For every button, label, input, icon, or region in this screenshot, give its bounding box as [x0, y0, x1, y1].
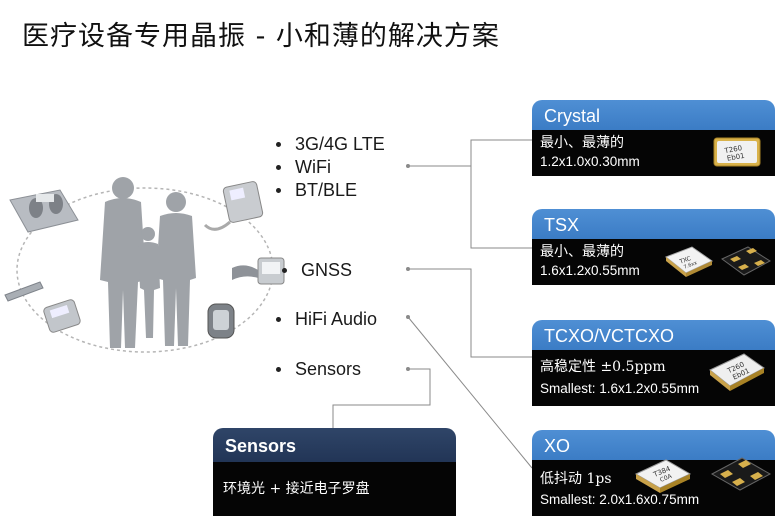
- blood-pressure-icon: [232, 257, 285, 285]
- card-tcxo: TCXO/VCTCXO 高稳定性 ±0.5ppm Smallest: 1.6x1…: [532, 320, 775, 406]
- chip-mark: T260: [723, 144, 743, 155]
- card-xo: XO 低抖动 1ps Smallest: 2.0x1.6x0.75mm T384…: [532, 430, 775, 516]
- chip-mark: Eb01: [726, 152, 745, 163]
- bullet-dot: [276, 188, 281, 193]
- chip-mark: C0A: [659, 472, 674, 483]
- bullet-item: WiFi: [276, 156, 385, 179]
- card-header: TCXO/VCTCXO: [532, 320, 775, 350]
- tsx-chip-bottom-icon: [721, 246, 771, 276]
- card-header: XO: [532, 430, 775, 460]
- scale-icon: [9, 189, 79, 233]
- card-line2: 1.2x1.0x0.30mm: [540, 154, 640, 169]
- card-header: TSX: [532, 209, 775, 239]
- card-line2: Smallest: 2.0x1.6x0.75mm: [540, 492, 700, 507]
- bullet-item: BT/BLE: [276, 179, 385, 202]
- bullet-dot: [276, 367, 281, 372]
- card-body: 低抖动 1ps Smallest: 2.0x1.6x0.75mm T384 C0…: [532, 457, 775, 516]
- telephone-icon: [203, 181, 264, 231]
- card-body: 环境光 + 接近电子罗盘: [213, 462, 456, 516]
- card-line1: 最小、最薄的: [540, 244, 624, 260]
- card-line1: 最小、最薄的: [540, 135, 624, 151]
- chip-mark: 7.6xx: [683, 260, 698, 270]
- page-title: 医疗设备专用晶振 - 小和薄的解决方案: [22, 21, 500, 52]
- thermometer-icon: [4, 281, 44, 302]
- bullet-label: GNSS: [301, 260, 353, 280]
- xo-chip-bottom-icon: [710, 457, 772, 491]
- tcxo-chip-icon: T260 Eb01: [709, 353, 765, 391]
- card-line2: Smallest: 1.6x1.2x0.55mm: [540, 381, 700, 396]
- family-silhouette: [100, 177, 196, 348]
- gnss-bullet: GNSS: [282, 259, 352, 282]
- bullet-label: WiFi: [295, 157, 331, 177]
- sensors-bullet: Sensors: [276, 358, 361, 381]
- card-body: 最小、最薄的 1.6x1.2x0.55mm TXC 7.6xx: [532, 239, 775, 285]
- hifi-bullet: HiFi Audio: [276, 308, 377, 331]
- bullet-label: 3G/4G LTE: [295, 134, 385, 154]
- wireless-bullets: 3G/4G LTE WiFi BT/BLE: [276, 133, 385, 202]
- crystal-chip-icon: T260 Eb01: [713, 137, 761, 167]
- bullet-label: BT/BLE: [295, 180, 358, 200]
- bullet-item: 3G/4G LTE: [276, 133, 385, 156]
- bullet-label: HiFi Audio: [295, 309, 378, 329]
- bullet-dot: [282, 268, 287, 273]
- glucose-meter-icon: [43, 299, 81, 333]
- smart-watch-icon: [207, 303, 235, 339]
- tsx-chip-top-icon: TXC 7.6xx: [665, 246, 713, 277]
- chip-mark: TXC: [678, 255, 692, 266]
- card-line1: 低抖动 1ps: [540, 471, 612, 487]
- card-body: 最小、最薄的 1.2x1.0x0.30mm T260 Eb01: [532, 130, 775, 176]
- card-line1: 高稳定性 ±0.5ppm: [540, 359, 666, 375]
- card-sensors: Sensors 环境光 + 接近电子罗盘: [213, 428, 456, 516]
- bullet-label: Sensors: [295, 359, 362, 379]
- card-header: Sensors: [213, 428, 456, 462]
- bullet-dot: [276, 142, 281, 147]
- bullet-dot: [276, 317, 281, 322]
- card-body: 高稳定性 ±0.5ppm Smallest: 1.6x1.2x0.55mm T2…: [532, 350, 775, 406]
- card-line2: 1.6x1.2x0.55mm: [540, 263, 640, 278]
- card-line1: 环境光 + 接近电子罗盘: [223, 481, 370, 497]
- xo-chip-top-icon: T384 C0A: [634, 459, 692, 493]
- medical-devices-illustration: [4, 177, 285, 353]
- card-crystal: Crystal 最小、最薄的 1.2x1.0x0.30mm T260 Eb01: [532, 100, 775, 176]
- card-tsx: TSX 最小、最薄的 1.6x1.2x0.55mm TXC 7.6xx: [532, 209, 775, 285]
- card-header: Crystal: [532, 100, 775, 130]
- bullet-dot: [276, 165, 281, 170]
